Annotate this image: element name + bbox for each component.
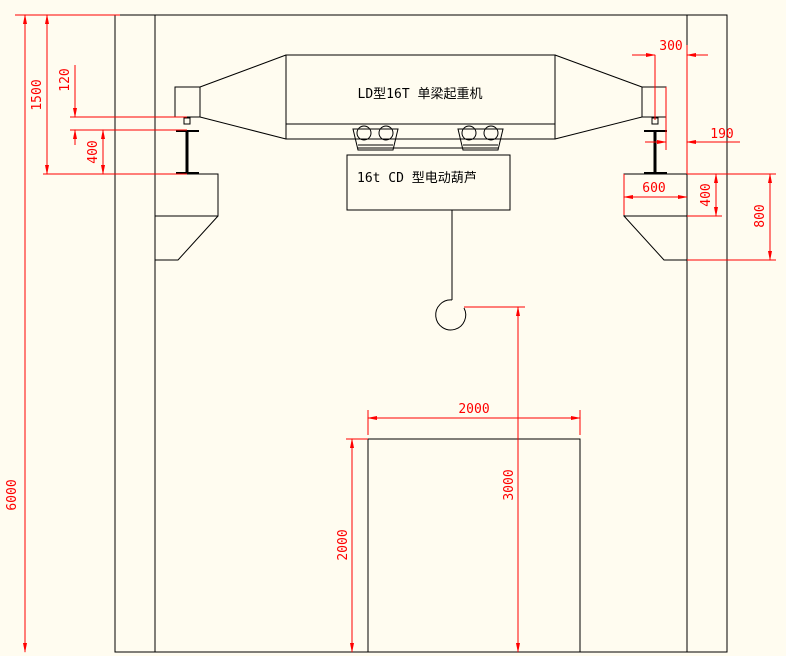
dim-400-left: 400 xyxy=(86,140,101,163)
hoist-label: 16t CD 型电动葫芦 xyxy=(357,171,477,186)
dim-3000: 3000 xyxy=(502,469,517,500)
dim-120: 120 xyxy=(58,68,73,91)
dim-door-width: 2000 xyxy=(458,402,489,417)
left-corbel xyxy=(155,173,219,261)
right-rail xyxy=(644,117,667,174)
dim-1500: 1500 xyxy=(30,79,45,110)
dim-300: 300 xyxy=(659,39,682,54)
left-rail xyxy=(176,117,199,174)
dim-600: 600 xyxy=(642,181,665,196)
hoist: 16t CD 型电动葫芦 xyxy=(346,154,511,331)
dim-190: 190 xyxy=(710,127,733,142)
dim-door-height: 2000 xyxy=(336,529,351,560)
crane-beam: LD型16T 单梁起重机 xyxy=(174,54,667,140)
dim-400-right: 400 xyxy=(699,183,714,206)
dim-800: 800 xyxy=(753,204,768,227)
crane-label: LD型16T 单梁起重机 xyxy=(358,86,483,102)
door-opening xyxy=(367,438,581,653)
hook-icon xyxy=(435,299,467,331)
trolley xyxy=(352,125,504,151)
dimensions: 6000 1500 120 400 300 190 600 400 800 20… xyxy=(5,14,776,653)
dim-6000: 6000 xyxy=(5,479,20,510)
building-frame xyxy=(114,14,728,653)
